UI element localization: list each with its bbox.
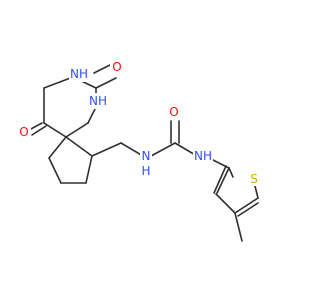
bond [48, 157, 62, 184]
bond [228, 167, 234, 178]
double-bond [31, 125, 47, 136]
bond [87, 106, 97, 124]
bond [65, 122, 89, 138]
sulfur-atom-label: S [250, 172, 258, 186]
bond [48, 136, 67, 159]
oxygen-atom-label: O [169, 105, 178, 119]
molecule-diagram: O NH O NH N H O NH S [17, 60, 261, 242]
bond [234, 197, 259, 214]
bond [234, 212, 243, 242]
structure-canvas: O NH O NH N H O NH S [17, 60, 261, 242]
double-bond [213, 165, 227, 194]
bond [85, 155, 93, 184]
nitrogen-atom-label: NH [89, 94, 107, 108]
bond [120, 142, 144, 157]
atom-label-layer: O NH O NH N H O NH S [17, 60, 261, 186]
nitrogen-atom-label: NH [194, 149, 212, 163]
bond [43, 76, 74, 89]
bond [65, 136, 93, 157]
bond [215, 193, 236, 214]
double-bond [237, 202, 259, 217]
bond [254, 185, 259, 199]
oxygen-atom-label: O [112, 60, 121, 74]
nitrogen-atom-label: NH [70, 67, 88, 81]
bond [216, 167, 230, 194]
hydrogen-atom-label: H [141, 164, 150, 178]
bond [150, 142, 176, 157]
double-bond [28, 122, 43, 131]
bond [91, 142, 122, 157]
nitrogen-atom-label: N [142, 149, 151, 163]
bond [43, 122, 67, 138]
oxygen-atom-label: O [19, 125, 28, 139]
bond [95, 77, 117, 89]
